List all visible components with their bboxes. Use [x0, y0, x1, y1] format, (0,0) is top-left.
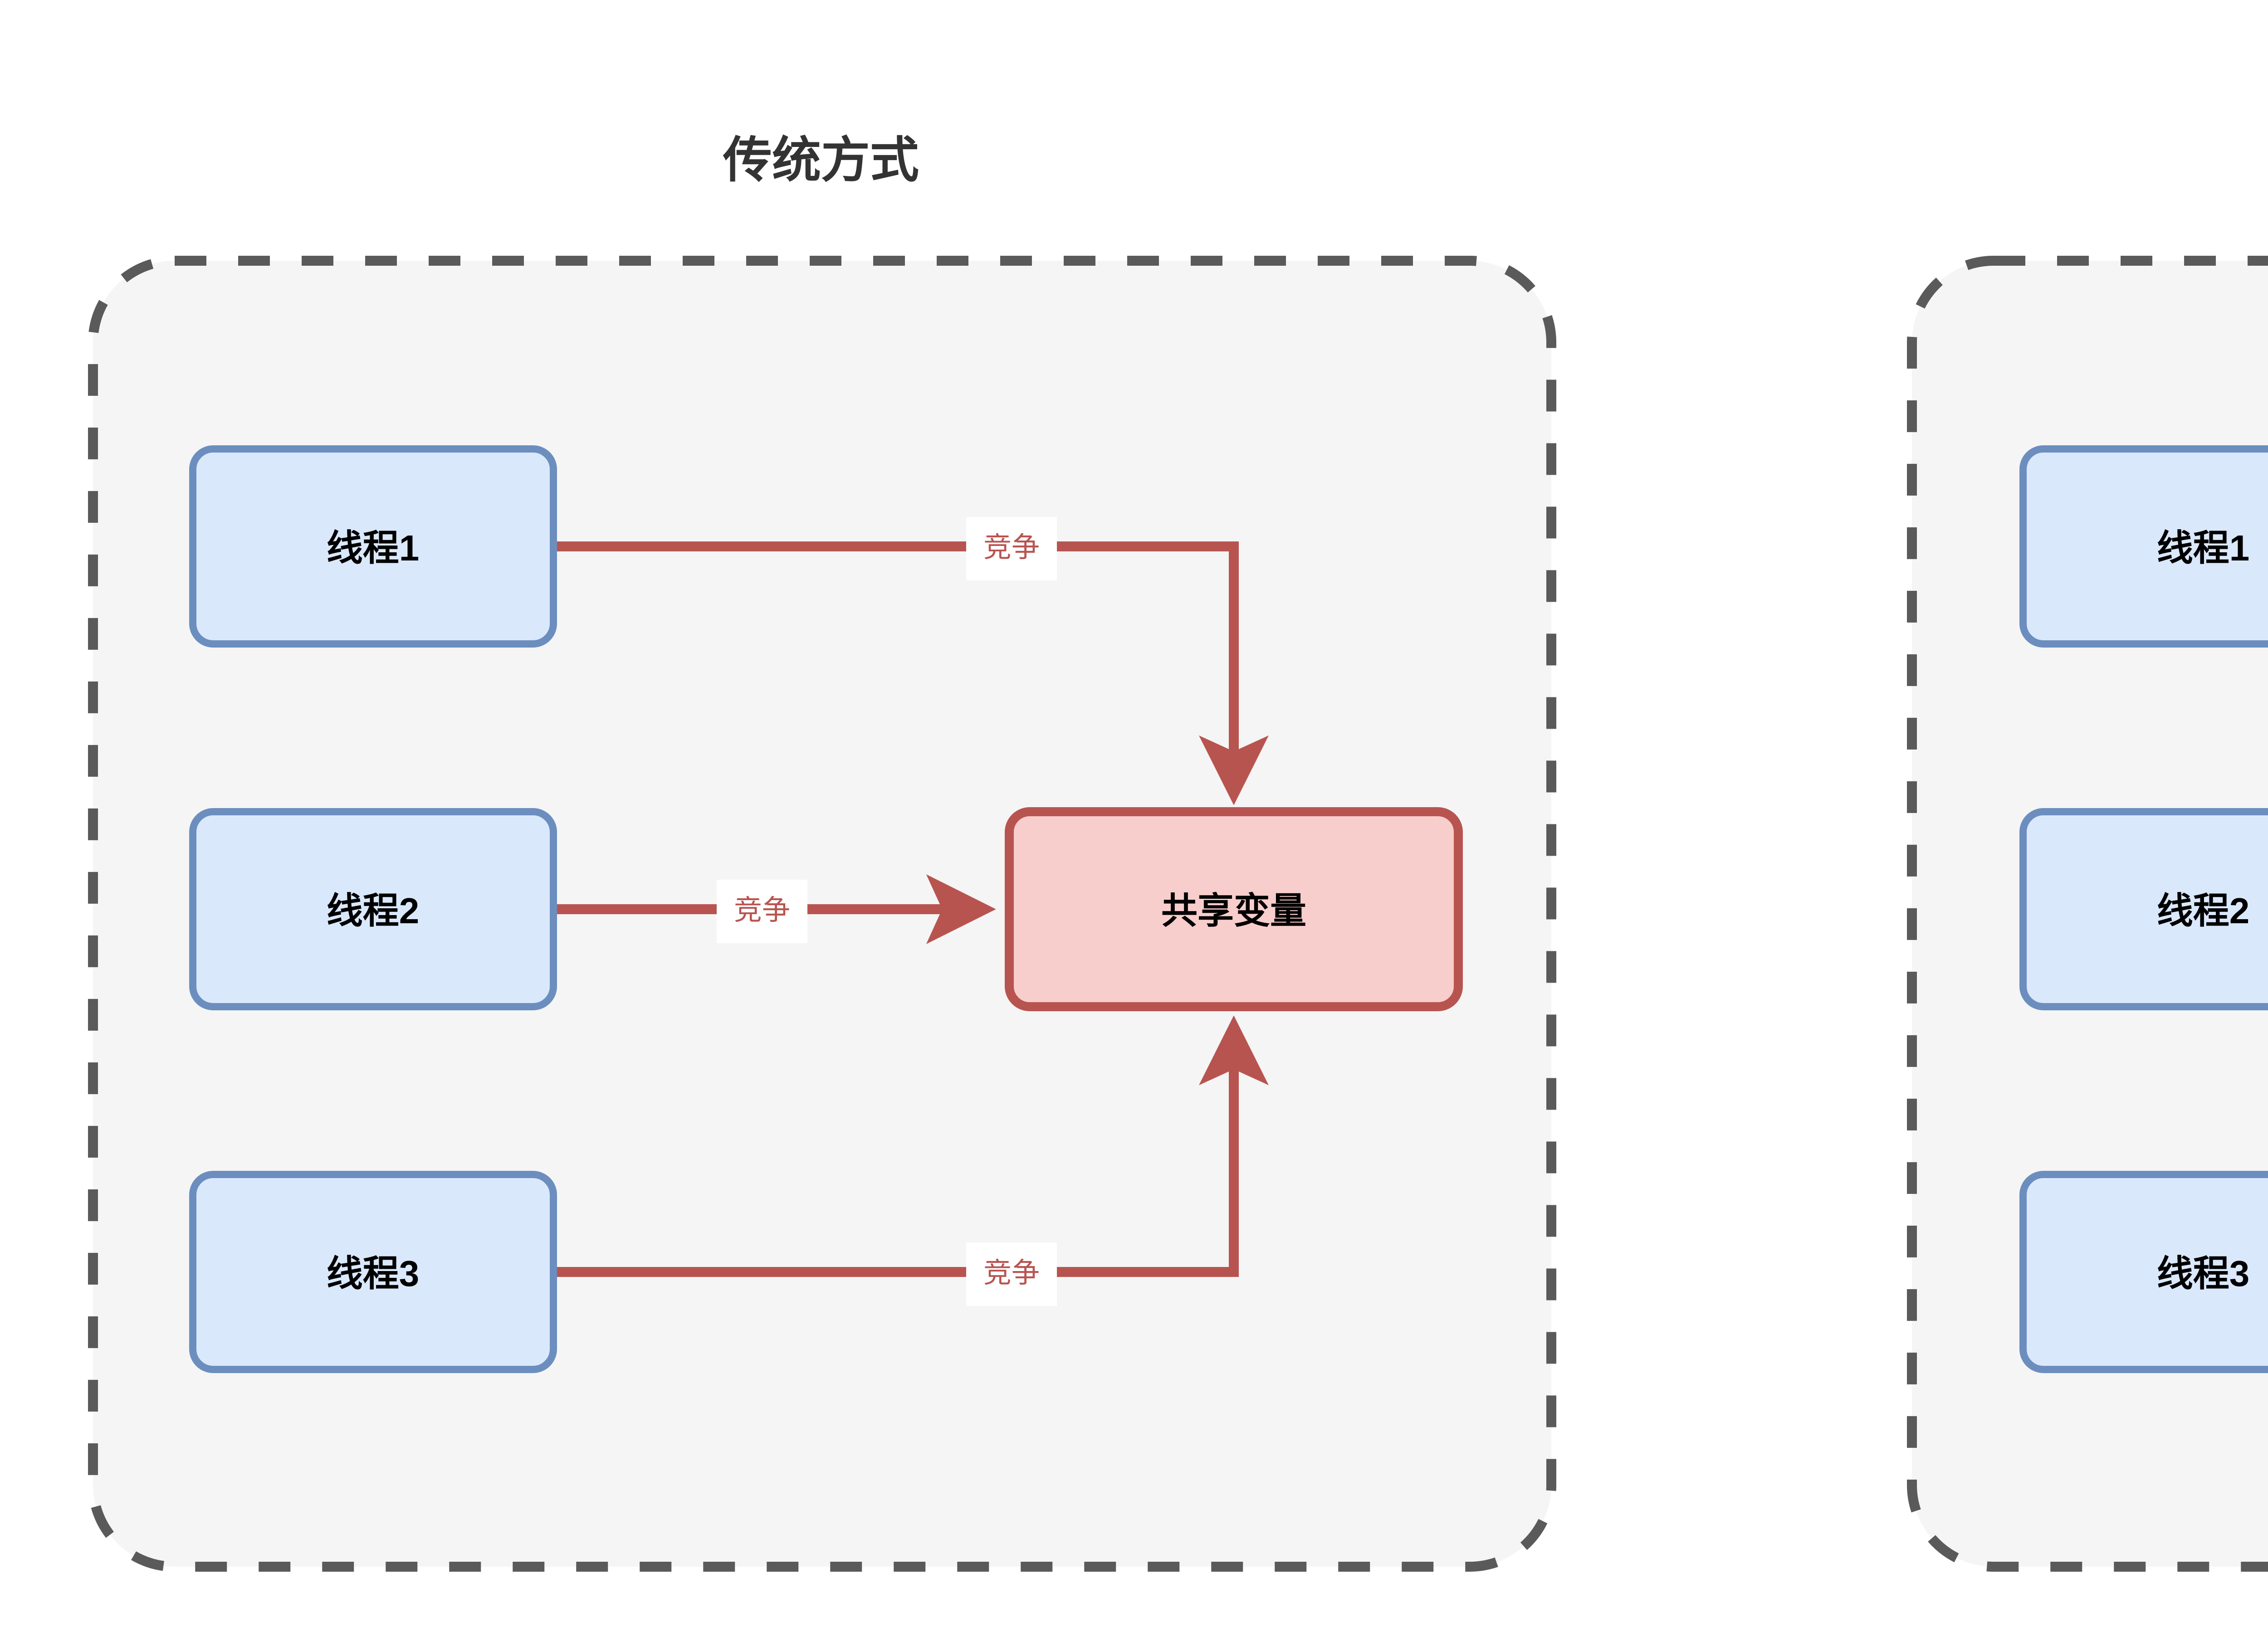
edge-label-bg [966, 517, 1057, 580]
edge-thread2-shared: 竞争 [553, 874, 996, 944]
node-thread1-box[interactable] [189, 445, 557, 648]
panel-traditional: 传统方式 竞争 竞争 竞争 线程 [88, 132, 1556, 1572]
node-tl-thread1-box[interactable] [2019, 445, 2268, 648]
node-shared-variable[interactable]: 共享变量 [1005, 807, 1463, 1011]
node-shared-variable-label: 共享变量 [1161, 891, 1306, 931]
node-tl-thread1[interactable]: 线程1 [2019, 445, 2268, 648]
node-thread2-label: 线程2 [327, 891, 420, 931]
node-thread3[interactable]: 线程3 [189, 1171, 557, 1373]
node-thread3-box[interactable] [189, 1171, 557, 1373]
edge-thread3-shared: 竞争 [553, 1015, 1269, 1306]
node-tl-thread2-label: 线程2 [2157, 891, 2250, 931]
node-tl-thread1-label: 线程1 [2157, 528, 2250, 568]
node-tl-thread3-box[interactable] [2019, 1171, 2268, 1373]
edge-label-bg [966, 1242, 1057, 1306]
node-thread2-box[interactable] [189, 808, 557, 1010]
edge-thread1-shared: 竞争 [553, 517, 1269, 805]
node-thread1-label: 线程1 [327, 528, 420, 568]
node-tl-thread2[interactable]: 线程2 [2019, 808, 2268, 1010]
edge-label-thread3: 竞争 [983, 1257, 1040, 1289]
edge-label-thread2: 竞争 [734, 895, 790, 926]
edge-label-thread1: 竞争 [983, 532, 1040, 563]
node-thread2[interactable]: 线程2 [189, 808, 557, 1010]
panel-title-traditional: 传统方式 [723, 132, 919, 187]
node-tl-thread2-box[interactable] [2019, 808, 2268, 1010]
node-thread3-label: 线程3 [327, 1253, 420, 1294]
node-tl-thread3[interactable]: 线程3 [2019, 1171, 2268, 1373]
panel-threadlocal: ThreadLocal方式 线程1 线程2 [1907, 256, 2268, 1572]
node-tl-thread3-label: 线程3 [2157, 1253, 2250, 1294]
edge-label-bg [717, 880, 807, 943]
node-thread1[interactable]: 线程1 [189, 445, 557, 648]
node-shared-variable-box[interactable] [1005, 807, 1463, 1011]
